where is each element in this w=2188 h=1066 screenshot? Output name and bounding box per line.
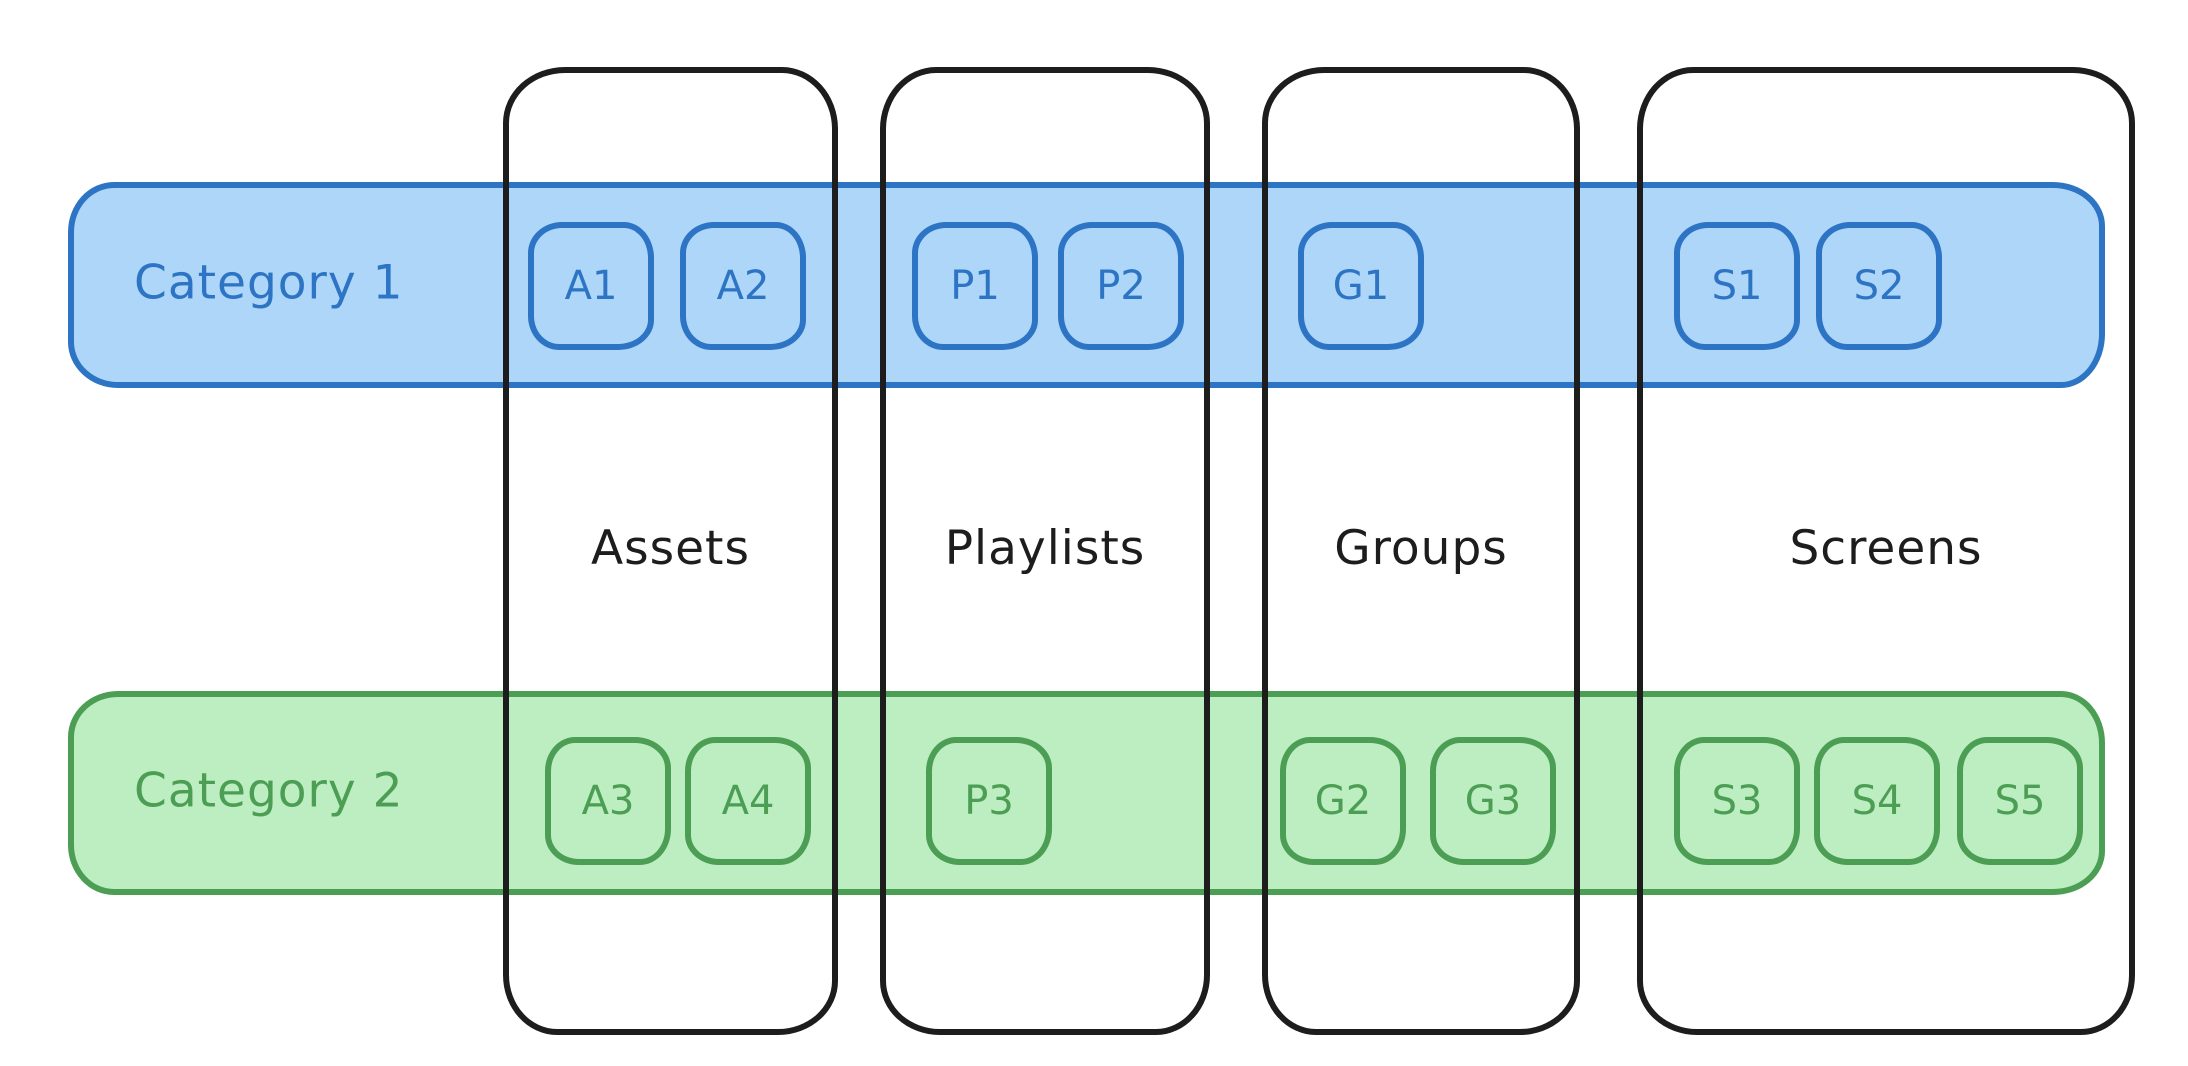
category-2-label: Category 2 (134, 763, 404, 819)
category-1-label: Category 1 (134, 255, 404, 311)
chip-s1: S1 (1674, 222, 1800, 350)
chip-a2: A2 (680, 222, 806, 350)
chip-g3: G3 (1430, 737, 1556, 865)
column-playlists: Playlists (880, 67, 1210, 1035)
category-1-band: Category 1 (68, 182, 2105, 388)
column-screens: Screens (1637, 67, 2135, 1035)
chip-a4: A4 (685, 737, 811, 865)
chip-s3: S3 (1674, 737, 1800, 865)
column-groups-label: Groups (1334, 521, 1508, 576)
chip-a3: A3 (545, 737, 671, 865)
chip-s5: S5 (1957, 737, 2083, 865)
chip-p3: P3 (926, 737, 1052, 865)
chip-a1: A1 (528, 222, 654, 350)
column-screens-label: Screens (1789, 521, 1983, 576)
chip-p2: P2 (1058, 222, 1184, 350)
chip-p1: P1 (912, 222, 1038, 350)
chip-s2: S2 (1816, 222, 1942, 350)
column-assets: Assets (503, 67, 838, 1035)
column-assets-label: Assets (591, 521, 750, 576)
column-groups: Groups (1262, 67, 1580, 1035)
chip-s4: S4 (1814, 737, 1940, 865)
chip-g1: G1 (1298, 222, 1424, 350)
chip-g2: G2 (1280, 737, 1406, 865)
column-playlists-label: Playlists (944, 521, 1146, 576)
